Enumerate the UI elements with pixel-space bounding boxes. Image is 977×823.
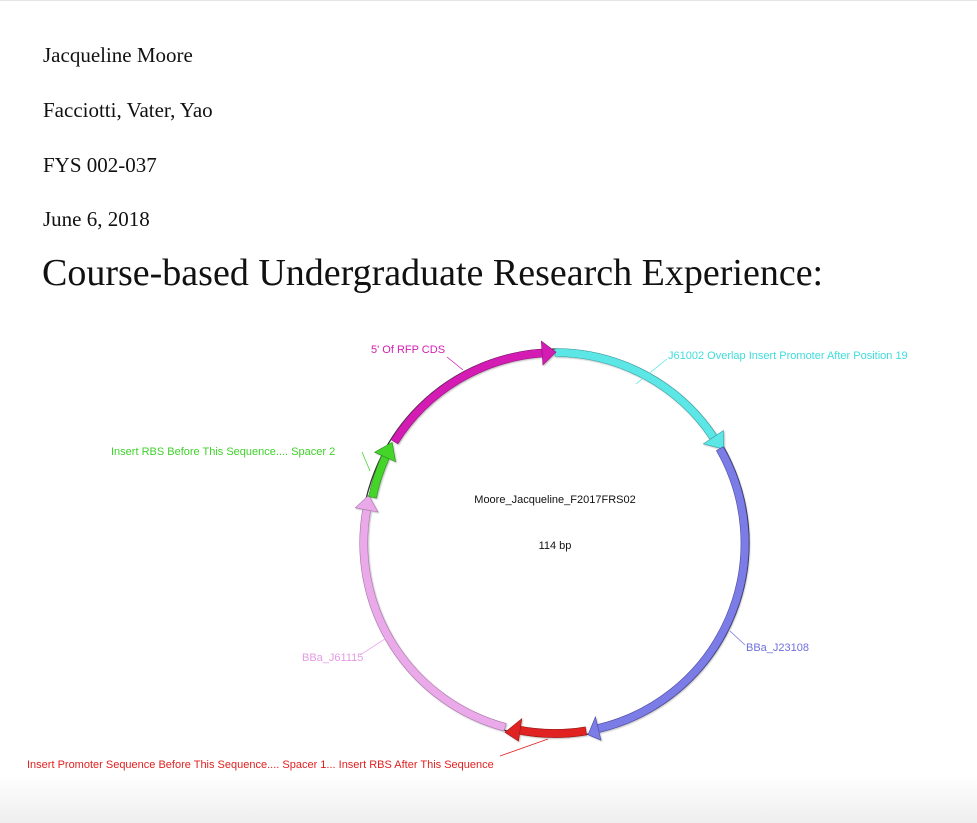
document-date: June 6, 2018 [43, 207, 150, 231]
feature-arcs [354, 340, 750, 742]
feature-label-5-rfp-cds: 5' Of RFP CDS [371, 344, 445, 356]
leader-line-bba-j23108 [729, 630, 746, 646]
feature-arc-spacer-1 [514, 725, 587, 738]
feature-arc-bba-j61115 [359, 508, 507, 732]
leader-line-5-rfp-cds [446, 356, 464, 371]
leader-line-spacer-1 [499, 738, 549, 757]
feature-arc-j61002 [554, 348, 718, 440]
feature-arrow-spacer-1 [504, 717, 523, 742]
leader-line-spacer-2 [361, 451, 371, 472]
feature-arc-5-rfp-cds [390, 348, 543, 445]
feature-arrow-spacer-2 [373, 441, 396, 463]
feature-arrow-bba-j23108 [587, 715, 602, 741]
document-title: Course-based Undergraduate Research Expe… [42, 252, 824, 294]
leader-line-bba-j61115 [359, 636, 389, 656]
leader-line-j61002 [635, 358, 668, 385]
course-code: FYS 002-037 [43, 153, 157, 177]
feature-label-spacer-1: Insert Promoter Sequence Before This Seq… [27, 759, 494, 771]
feature-arrow-5-rfp-cds [540, 340, 557, 366]
feature-label-j61002: J61002 Overlap Insert Promoter After Pos… [668, 350, 908, 362]
feature-arc-spacer-2 [368, 455, 390, 499]
feature-arc-bba-j23108 [596, 446, 750, 733]
plasmid-name: Moore_Jacqueline_F2017FRS02 [474, 494, 635, 506]
feature-label-spacer-2: Insert RBS Before This Sequence.... Spac… [111, 446, 335, 458]
feature-arrow-j61002 [702, 429, 725, 450]
feature-arrow-bba-j61115 [354, 494, 379, 513]
feature-label-bba-j23108: BBa_J23108 [746, 642, 809, 654]
label-leaders [359, 356, 746, 757]
feature-label-bba-j61115: BBa_J61115 [302, 652, 363, 664]
instructor-names: Facciotti, Vater, Yao [43, 98, 213, 122]
plasmid-size: 114 bp [539, 540, 572, 552]
author-name: Jacqueline Moore [43, 43, 193, 67]
